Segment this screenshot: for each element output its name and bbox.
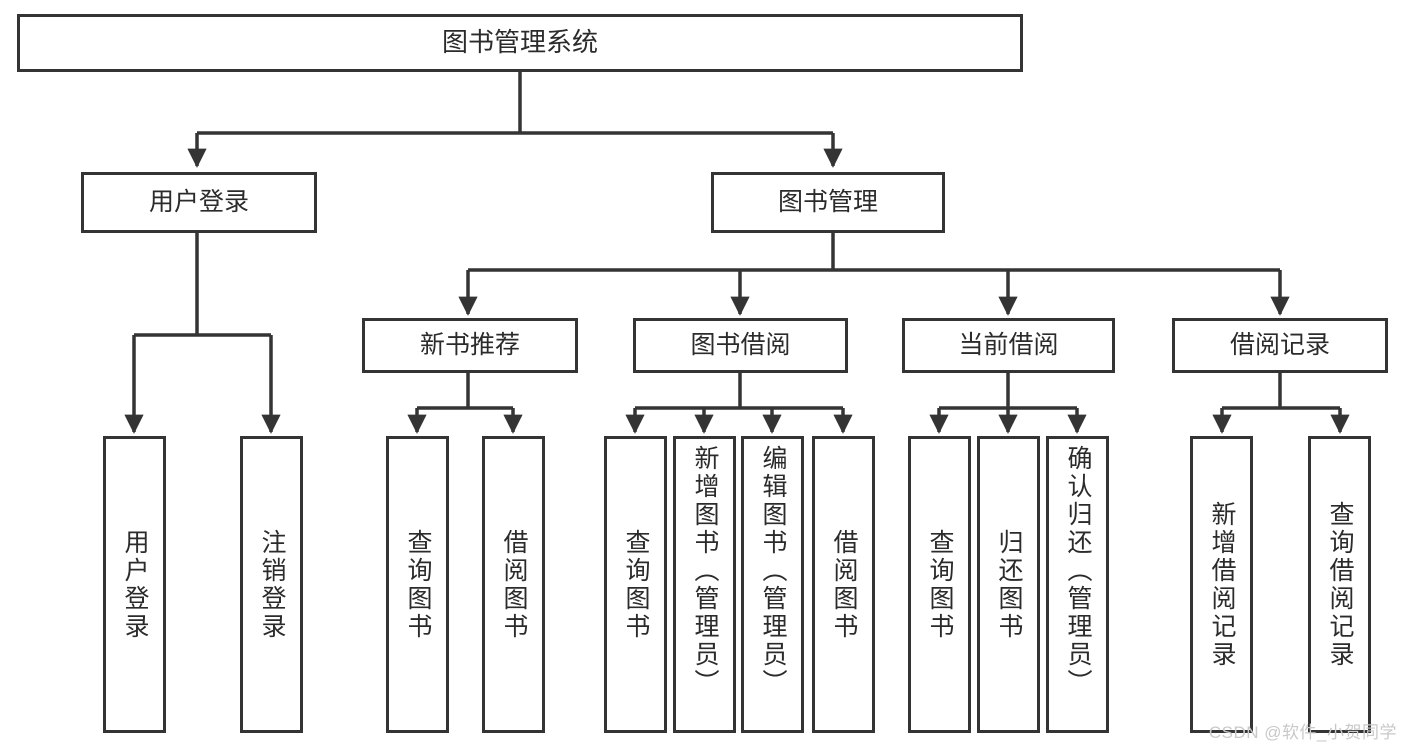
node-root-book-management-system[interactable]: 图书管理系统 bbox=[17, 14, 1023, 72]
leaf-query-book-recommend[interactable]: 查询图书 bbox=[386, 436, 449, 733]
node-label: 图书管理系统 bbox=[441, 27, 598, 58]
leaf-return-book[interactable]: 归还图书 bbox=[977, 436, 1040, 733]
leaf-query-book-current[interactable]: 查询图书 bbox=[908, 436, 971, 733]
leaf-logout[interactable]: 注销登录 bbox=[240, 436, 303, 733]
node-book-management[interactable]: 图书管理 bbox=[711, 172, 945, 233]
node-label: 借阅记录 bbox=[1229, 331, 1330, 360]
node-label: 借阅图书 bbox=[830, 528, 858, 641]
node-current-borrow[interactable]: 当前借阅 bbox=[902, 318, 1115, 373]
leaf-query-book-borrow[interactable]: 查询图书 bbox=[604, 436, 667, 733]
node-label: 图书借阅 bbox=[690, 331, 791, 360]
node-label: 编辑图书（管理员） bbox=[759, 445, 787, 697]
leaf-confirm-return-admin[interactable]: 确认归还（管理员） bbox=[1046, 436, 1109, 733]
node-label: 确认归还（管理员） bbox=[1064, 445, 1092, 697]
node-label: 查询图书 bbox=[926, 528, 954, 641]
node-label: 查询借阅记录 bbox=[1326, 500, 1354, 669]
leaf-query-borrow-record[interactable]: 查询借阅记录 bbox=[1308, 436, 1371, 733]
leaf-borrow-book[interactable]: 借阅图书 bbox=[812, 436, 875, 733]
node-label: 当前借阅 bbox=[958, 331, 1059, 360]
node-new-book-recommend[interactable]: 新书推荐 bbox=[362, 318, 578, 373]
node-label: 用户登录 bbox=[148, 188, 249, 217]
node-label: 新增借阅记录 bbox=[1208, 500, 1236, 669]
node-label: 查询图书 bbox=[404, 528, 432, 641]
node-label: 借阅图书 bbox=[500, 528, 528, 641]
node-borrow-record[interactable]: 借阅记录 bbox=[1172, 318, 1388, 373]
node-label: 查询图书 bbox=[622, 528, 650, 641]
node-label: 新书推荐 bbox=[419, 331, 520, 360]
node-label: 归还图书 bbox=[995, 528, 1023, 641]
leaf-user-login[interactable]: 用户登录 bbox=[103, 436, 166, 733]
leaf-borrow-book-recommend[interactable]: 借阅图书 bbox=[482, 436, 545, 733]
node-label: 新增图书（管理员） bbox=[691, 445, 719, 697]
node-label: 用户登录 bbox=[121, 528, 149, 641]
node-label: 注销登录 bbox=[258, 528, 286, 641]
leaf-edit-book-admin[interactable]: 编辑图书（管理员） bbox=[741, 436, 804, 733]
leaf-add-borrow-record[interactable]: 新增借阅记录 bbox=[1190, 436, 1253, 733]
watermark: CSDN @软件_小贺同学 bbox=[1208, 723, 1397, 742]
leaf-add-book-admin[interactable]: 新增图书（管理员） bbox=[673, 436, 736, 733]
node-book-borrow[interactable]: 图书借阅 bbox=[633, 318, 848, 373]
node-user-login[interactable]: 用户登录 bbox=[81, 172, 317, 233]
node-label: 图书管理 bbox=[777, 188, 878, 217]
